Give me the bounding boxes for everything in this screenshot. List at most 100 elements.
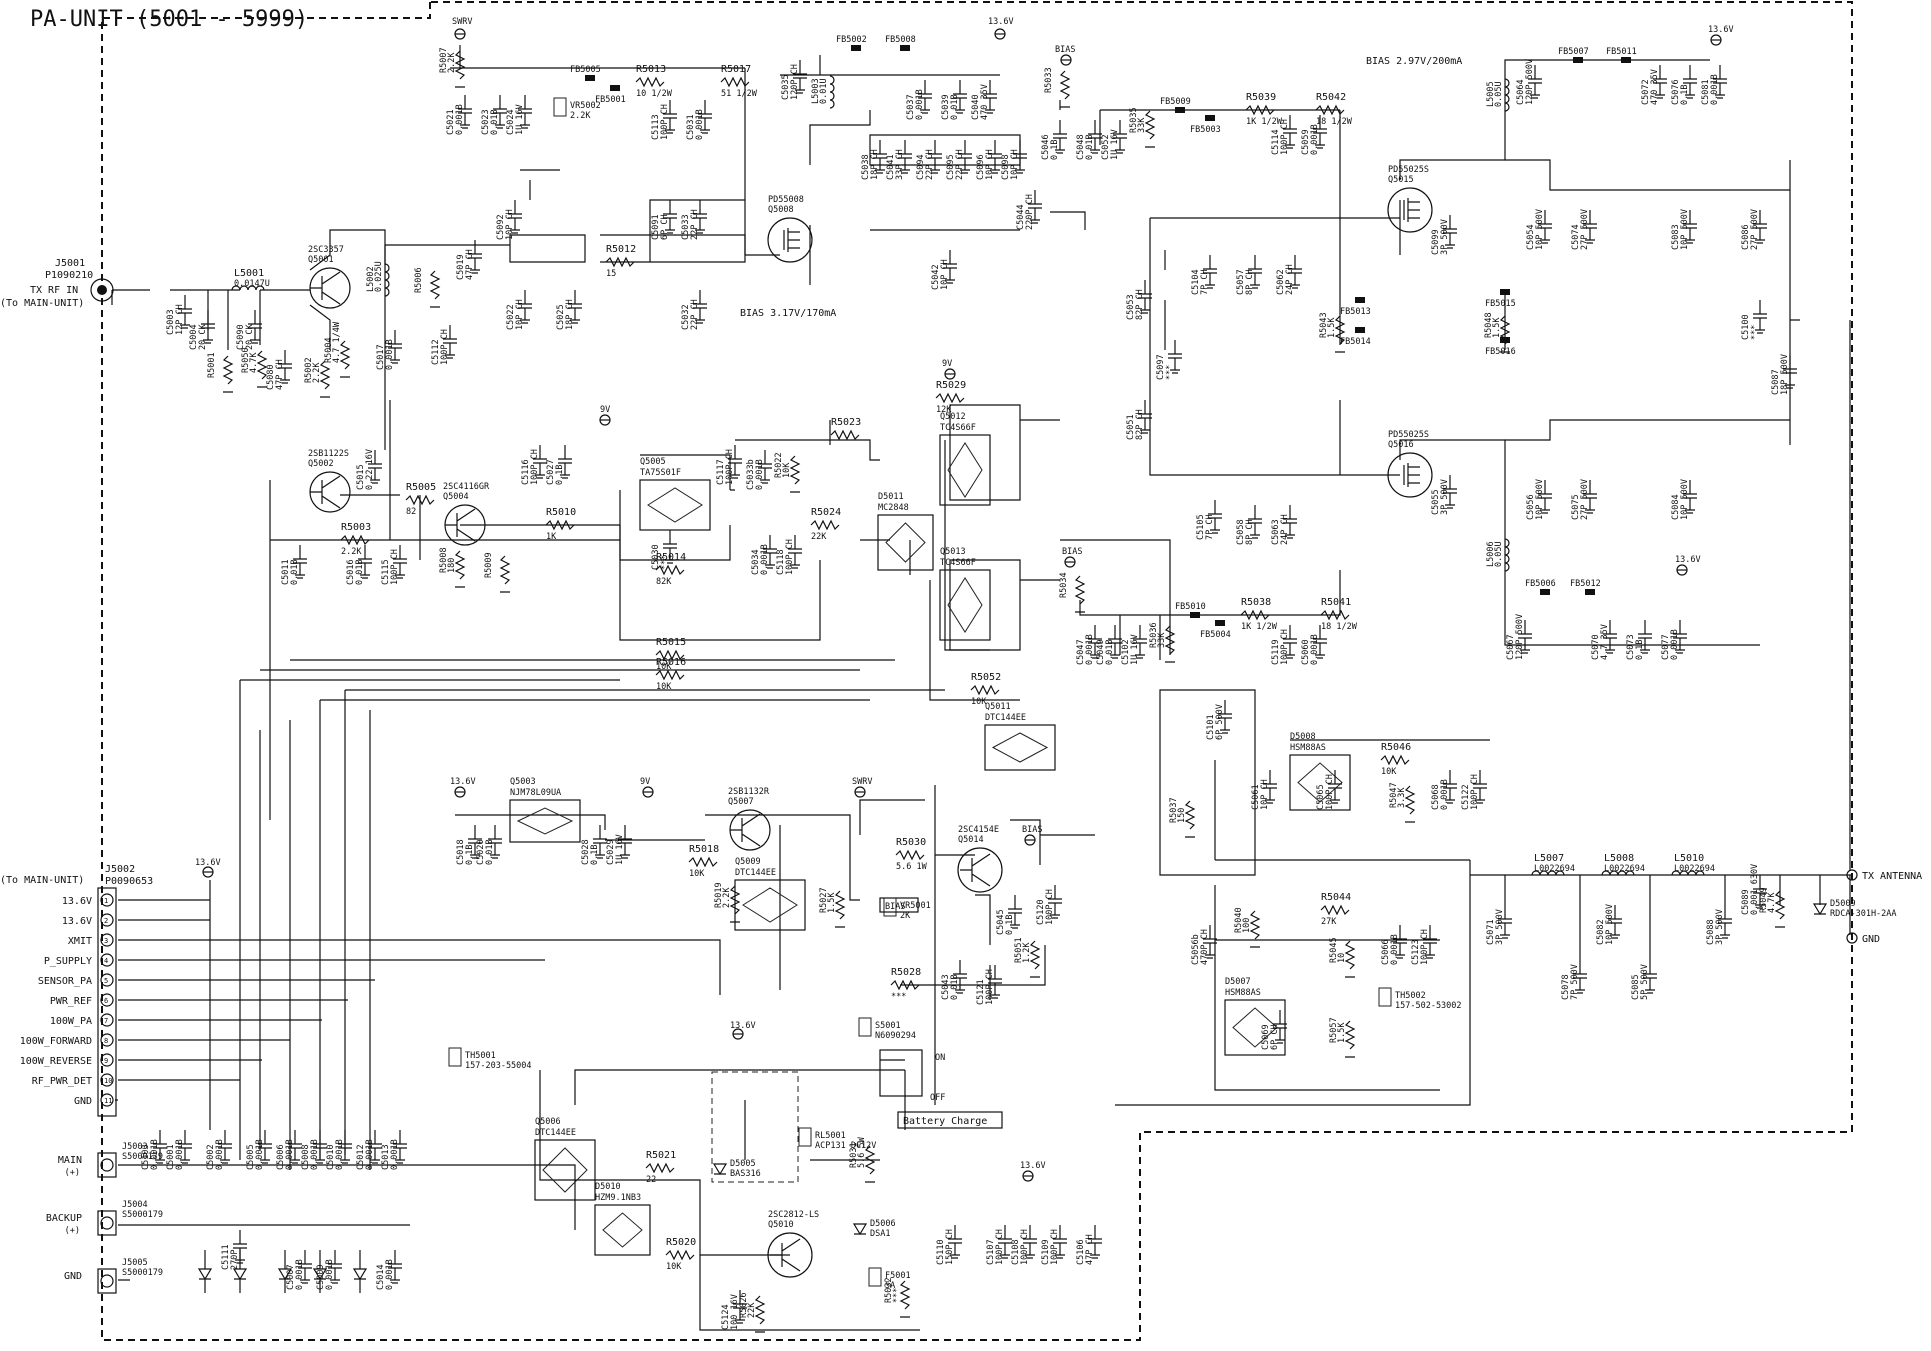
ind-val: L0022694 — [1534, 864, 1575, 874]
part-ref: VR5001 — [900, 901, 931, 911]
res-val: 3.3K — [1397, 787, 1407, 808]
bead-label: FB5014 — [1340, 337, 1371, 347]
res-val: 5.6 1W — [896, 862, 928, 872]
res-ref: R5024 — [811, 507, 841, 518]
part-ref: TH5002 — [1395, 991, 1426, 1001]
res-ref: R5044 — [1321, 892, 1351, 903]
res-val: 4.7K — [249, 352, 259, 373]
cap-val: 6P CH — [660, 214, 670, 240]
cap-ref: C5114 — [1271, 129, 1281, 155]
digital-transistor-part: DTC144EE — [535, 1128, 576, 1138]
cap-val: 10P CH — [1260, 779, 1270, 810]
cap-val: 4.7 35V — [1600, 624, 1610, 660]
res-ref: R5013 — [636, 64, 666, 75]
cap-val: 100P CH — [725, 449, 735, 485]
cap-ref: C5111 — [221, 1244, 231, 1270]
res-val: 2.2K — [722, 887, 732, 908]
ind-val: 0.01U — [819, 78, 829, 104]
cap-val: 0.001B — [1670, 629, 1680, 660]
res-ref: R5004 — [324, 337, 334, 363]
transistor-part: 2SB1132R — [728, 787, 770, 797]
res-val: 33K — [1157, 632, 1167, 648]
cap-val: 33P CH — [895, 149, 905, 180]
cap-val: 0.1B — [1680, 85, 1690, 105]
cap-val: 0.01B — [290, 559, 300, 585]
rail-marker — [1060, 54, 1072, 66]
cap-val: 0.001B — [1390, 934, 1400, 965]
cap-ref: C5008 — [301, 1144, 311, 1170]
cap-ref: C5006 — [276, 1144, 286, 1170]
cap-val: 8P CH — [1245, 519, 1255, 545]
res-ref: R5007 — [439, 47, 449, 73]
res-ref: R5014 — [656, 552, 686, 563]
cap-ref: C5083 — [1671, 224, 1681, 250]
cap-ref: C5121 — [976, 979, 986, 1005]
j5001-name: TX RF IN — [30, 285, 78, 296]
j5002-note: (To MAIN-UNIT) — [0, 875, 84, 886]
cap-ref: C5119 — [1271, 639, 1281, 665]
cap-ref: C5017 — [376, 344, 386, 370]
digital-transistor-part: DTC144EE — [735, 868, 776, 878]
rail-marker — [1022, 1170, 1034, 1182]
cap-val: 0.01B — [1105, 639, 1115, 665]
cap-ref: C5056 — [1526, 494, 1536, 520]
pin-label: 100W_PA — [50, 1016, 92, 1027]
res-ref: R5030 — [896, 837, 926, 848]
bead-label: FB5015 — [1485, 299, 1516, 309]
transistor-part: 2SB1122S — [308, 449, 349, 459]
cap-val: 120P CH — [790, 64, 800, 100]
bead-fb5001: FB5001 — [595, 85, 626, 105]
j5002-pin-1: 113.6V — [62, 893, 114, 907]
cap-val: 47P CH — [465, 249, 475, 280]
cap-ref: C5053 — [1126, 294, 1136, 320]
cap-ref: C5002 — [206, 1144, 216, 1170]
res-ref: R5010 — [546, 507, 576, 518]
rail-marker — [642, 786, 654, 798]
cap-ref: C5103 — [141, 1144, 151, 1170]
cap-ref: C5013 — [381, 1144, 391, 1170]
cap-ref: C5112 — [431, 339, 441, 365]
diode-ref: D5007 — [1225, 977, 1251, 987]
cap-val: 3P 500V — [1440, 479, 1450, 515]
cap-val: 47P CH — [275, 359, 285, 390]
cap-ref: C5001 — [166, 1144, 176, 1170]
cap-val: 18P CH — [870, 149, 880, 180]
cap-ref: C5012 — [356, 1144, 366, 1170]
cap-ref: C5115 — [381, 559, 391, 585]
cap-ref: C5060 — [1301, 639, 1311, 665]
cap-ref: C5035 — [781, 74, 791, 100]
bead-fb5002: FB5002 — [836, 35, 867, 51]
bead-fb5006: FB5006 — [1525, 579, 1556, 595]
